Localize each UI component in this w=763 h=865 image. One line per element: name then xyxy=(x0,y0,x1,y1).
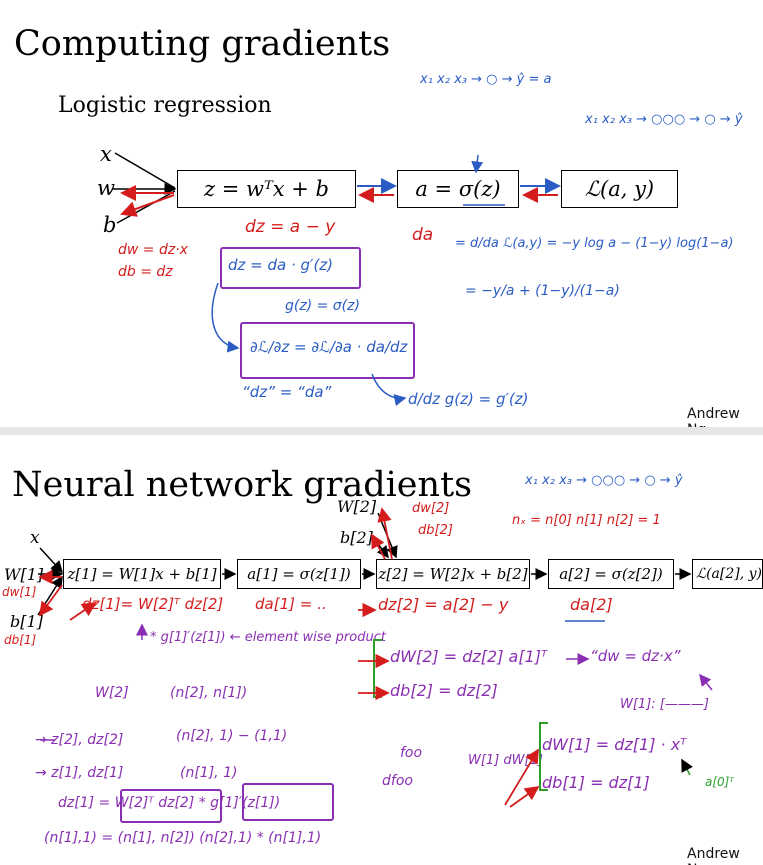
note-quote-dz: “dz” = “da” xyxy=(242,383,332,401)
author-name: Andrew Ng xyxy=(687,406,740,427)
note-dz: dz = a − y xyxy=(245,217,336,237)
input-x: x xyxy=(30,528,40,548)
input-b1: b[1] xyxy=(10,612,43,631)
input-b: b xyxy=(103,213,117,237)
slide-separator xyxy=(0,427,763,435)
note-z2-dim: (n[2], 1) − (1,1) xyxy=(176,728,288,744)
note-z1-dim: (n[1], 1) xyxy=(180,765,238,781)
param-W2: W[2] xyxy=(337,497,377,516)
purple-box-w2t xyxy=(120,789,222,823)
small-network-sketch-1: x₁ x₂ x₃ → ○ → ŷ = a xyxy=(420,72,552,87)
grad-dw2: dw[2] xyxy=(412,501,450,516)
grad-db2: db[2] xyxy=(418,523,453,538)
slide-neural-network-gradients: Neural network gradients x₁ x₂ x₃ → ○○○ … xyxy=(0,435,763,865)
box-z2: z[2] = W[2]x + b[2] xyxy=(376,559,530,589)
box-z1: z[1] = W[1]x + b[1] xyxy=(63,559,221,589)
purple-box-gprime xyxy=(242,783,334,821)
note-db2: db[2] = dz[2] xyxy=(390,681,498,700)
note-W2-dim: (n[2], n[1]) xyxy=(170,685,248,701)
note-dfoo: dfoo xyxy=(382,773,413,789)
box-linear-z: z = wᵀx + b xyxy=(177,170,356,208)
note-a0-transpose: a[0]ᵀ xyxy=(705,775,734,789)
note-chain-rule: ∂ℒ/∂z = ∂ℒ/∂a · da/dz xyxy=(250,338,408,356)
purple-box-dz xyxy=(220,247,361,289)
input-W1: W[1] xyxy=(4,565,44,584)
note-dW1: dW[1] = dz[1] · xᵀ xyxy=(542,735,687,754)
note-elementwise: * g[1]′(z[1]) ← element wise product xyxy=(150,630,386,645)
note-dz1-dims: (n[1],1) = (n[1], n[2]) (n[2],1) * (n[1]… xyxy=(44,830,322,846)
note-dz-chain: dz = da · g′(z) xyxy=(228,256,334,274)
slide-title: Computing gradients xyxy=(14,24,391,64)
box-a2: a[2] = σ(z[2]) xyxy=(548,559,674,589)
note-da: da xyxy=(412,225,434,245)
box-a1: a[1] = σ(z[1]) xyxy=(237,559,361,589)
note-W1-dW1: W[1] dW[1] xyxy=(468,753,543,768)
input-w: w xyxy=(97,176,115,200)
note-dz2: dz[2] = a[2] − y xyxy=(378,595,509,614)
author-name: Andrew Ng xyxy=(687,846,740,865)
note-db: db = dz xyxy=(118,264,173,280)
small-network-sketch: x₁ x₂ x₃ → ○○○ → ○ → ŷ xyxy=(525,473,683,488)
note-da-definition: = d/da ℒ(a,y) = −y log a − (1−y) log(1−a… xyxy=(455,236,734,251)
note-quote-dw: “dw = dz·x” xyxy=(590,647,681,665)
note-W2: W[2] xyxy=(95,685,129,701)
slide-computing-gradients: Computing gradients Logistic regression … xyxy=(0,0,763,427)
note-gprime: d/dz g(z) = g′(z) xyxy=(408,390,529,408)
note-g-definition: g(z) = σ(z) xyxy=(285,298,360,314)
note-da2: da[2] xyxy=(570,595,613,614)
note-da-value: = −y/a + (1−y)/(1−a) xyxy=(465,283,620,299)
input-x: x xyxy=(100,142,112,166)
note-z2-dz2: → z[2], dz[2] xyxy=(35,732,124,748)
grad-db1: db[1] xyxy=(4,633,37,647)
note-dz1-equation: dz[1] = W[2]ᵀ dz[2] * g[1]′(z[1]) xyxy=(58,795,281,811)
note-W1-bracket: W[1]: [———] xyxy=(620,697,709,712)
note-da1: da[1] = .. xyxy=(255,595,327,613)
box-loss: ℒ(a[2], y) xyxy=(692,559,763,589)
note-layer-dims: nₓ = n[0] n[1] n[2] = 1 xyxy=(512,513,661,528)
note-db1: db[1] = dz[1] xyxy=(542,773,650,792)
purple-box-chain-rule xyxy=(240,322,415,379)
note-dW2: dW[2] = dz[2] a[1]ᵀ xyxy=(390,647,548,666)
small-network-sketch-2: x₁ x₂ x₃ → ○○○ → ○ → ŷ xyxy=(585,112,743,127)
note-dw: dw = dz·x xyxy=(118,242,188,258)
box-loss: ℒ(a, y) xyxy=(561,170,678,208)
param-b2: b[2] xyxy=(340,528,373,547)
box-activation-a: a = σ(z) xyxy=(397,170,519,208)
slide-title: Neural network gradients xyxy=(12,465,473,505)
note-z1-dz1: → z[1], dz[1] xyxy=(35,765,124,781)
slide-subtitle: Logistic regression xyxy=(58,93,272,118)
note-dz1: dz[1]= W[2]ᵀ dz[2] xyxy=(82,595,224,613)
grad-dw1: dw[1] xyxy=(2,585,37,599)
note-foo: foo xyxy=(400,745,423,761)
